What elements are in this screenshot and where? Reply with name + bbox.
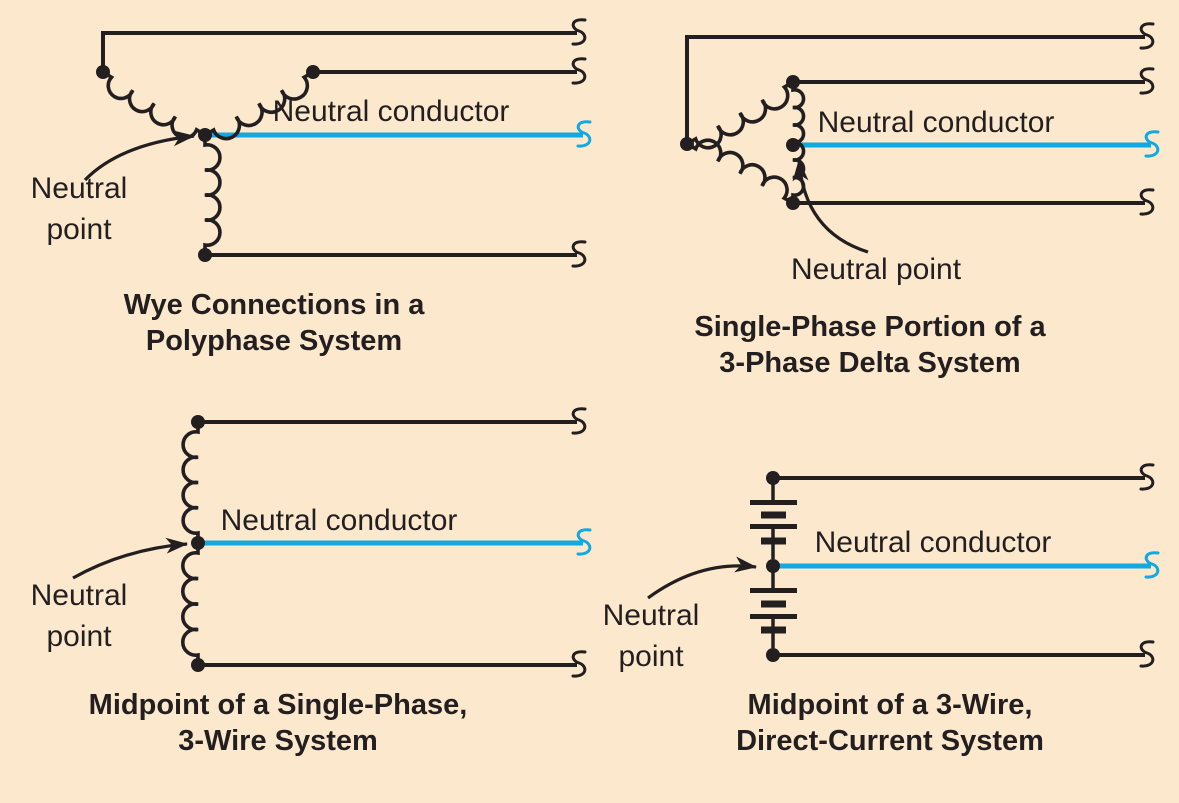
dc-neutral-conductor-label: Neutral conductor (814, 526, 1052, 559)
delta-neutral-conductor-label: Neutral conductor (817, 106, 1055, 139)
dc-neutral-point-label: Neutral point (602, 599, 700, 673)
wye-winding-b (203, 70, 315, 141)
wire-break-icon (571, 240, 587, 268)
wye-phase-wire-a (101, 31, 577, 72)
dc-neutral-point-arrow (647, 556, 757, 600)
single-phase-winding-lower (180, 541, 200, 667)
wye-neutral-point-dot (198, 128, 212, 142)
dc-title: Midpoint of a 3-Wire, Direct-Current Sys… (736, 689, 1044, 757)
delta-vertex-dot (680, 137, 694, 151)
wire-break-icon (1139, 22, 1155, 50)
wire-break-icon (1139, 188, 1155, 216)
single-phase-title: Midpoint of a Single-Phase, 3-Wire Syste… (88, 689, 468, 757)
dc-terminal-dot (766, 471, 780, 485)
wire-break-icon (571, 18, 587, 46)
neutral-wire-break-icon (576, 120, 592, 148)
wye-title: Wye Connections in a Polyphase System (123, 289, 425, 357)
neutral-wire-break-icon (1144, 130, 1160, 158)
delta-vertex-dot (786, 75, 800, 89)
delta-diagram (680, 22, 1160, 254)
dc-terminal-dot (766, 648, 780, 662)
neutral-wire-break-icon (576, 528, 592, 556)
wye-neutral-conductor-label: Neutral conductor (272, 95, 510, 128)
delta-winding-bottom (685, 138, 795, 205)
wire-break-icon (571, 57, 587, 85)
delta-neutral-point-dot (786, 138, 800, 152)
single-phase-terminal-dot (191, 415, 205, 429)
wire-break-icon (571, 650, 587, 678)
delta-title: Single-Phase Portion of a 3-Phase Delta … (694, 311, 1046, 379)
wire-break-icon (571, 407, 587, 435)
single-phase-neutral-conductor-label: Neutral conductor (220, 504, 458, 537)
single-phase-winding-upper (181, 420, 200, 545)
delta-phase-wire-a (685, 35, 1145, 144)
single-phase-neutral-point-arrow (72, 537, 188, 580)
single-phase-neutral-point-dot (191, 536, 205, 550)
wye-winding-c (203, 133, 222, 257)
delta-winding-top (685, 80, 795, 150)
wye-diagram (83, 18, 592, 268)
single-phase-midpoint-diagram (72, 407, 592, 678)
wire-break-icon (1139, 67, 1155, 95)
wire-break-icon (1139, 640, 1155, 668)
delta-neutral-point-label: Neutral point (790, 253, 962, 286)
dc-midpoint-diagram (647, 463, 1160, 668)
wye-neutral-point-arrow (83, 130, 195, 182)
wye-neutral-point-label: Neutral point (30, 172, 128, 246)
single-phase-terminal-dot (191, 658, 205, 672)
dc-neutral-point-dot (766, 559, 780, 573)
delta-vertex-dot (786, 196, 800, 210)
delta-neutral-point-arrow (792, 159, 869, 254)
wire-break-icon (1139, 463, 1155, 491)
neutral-wire-break-icon (1144, 551, 1160, 579)
wye-terminal-dot (306, 65, 320, 79)
single-phase-neutral-point-label: Neutral point (30, 579, 128, 653)
wye-terminal-dot (96, 65, 110, 79)
wye-terminal-dot (198, 248, 212, 262)
